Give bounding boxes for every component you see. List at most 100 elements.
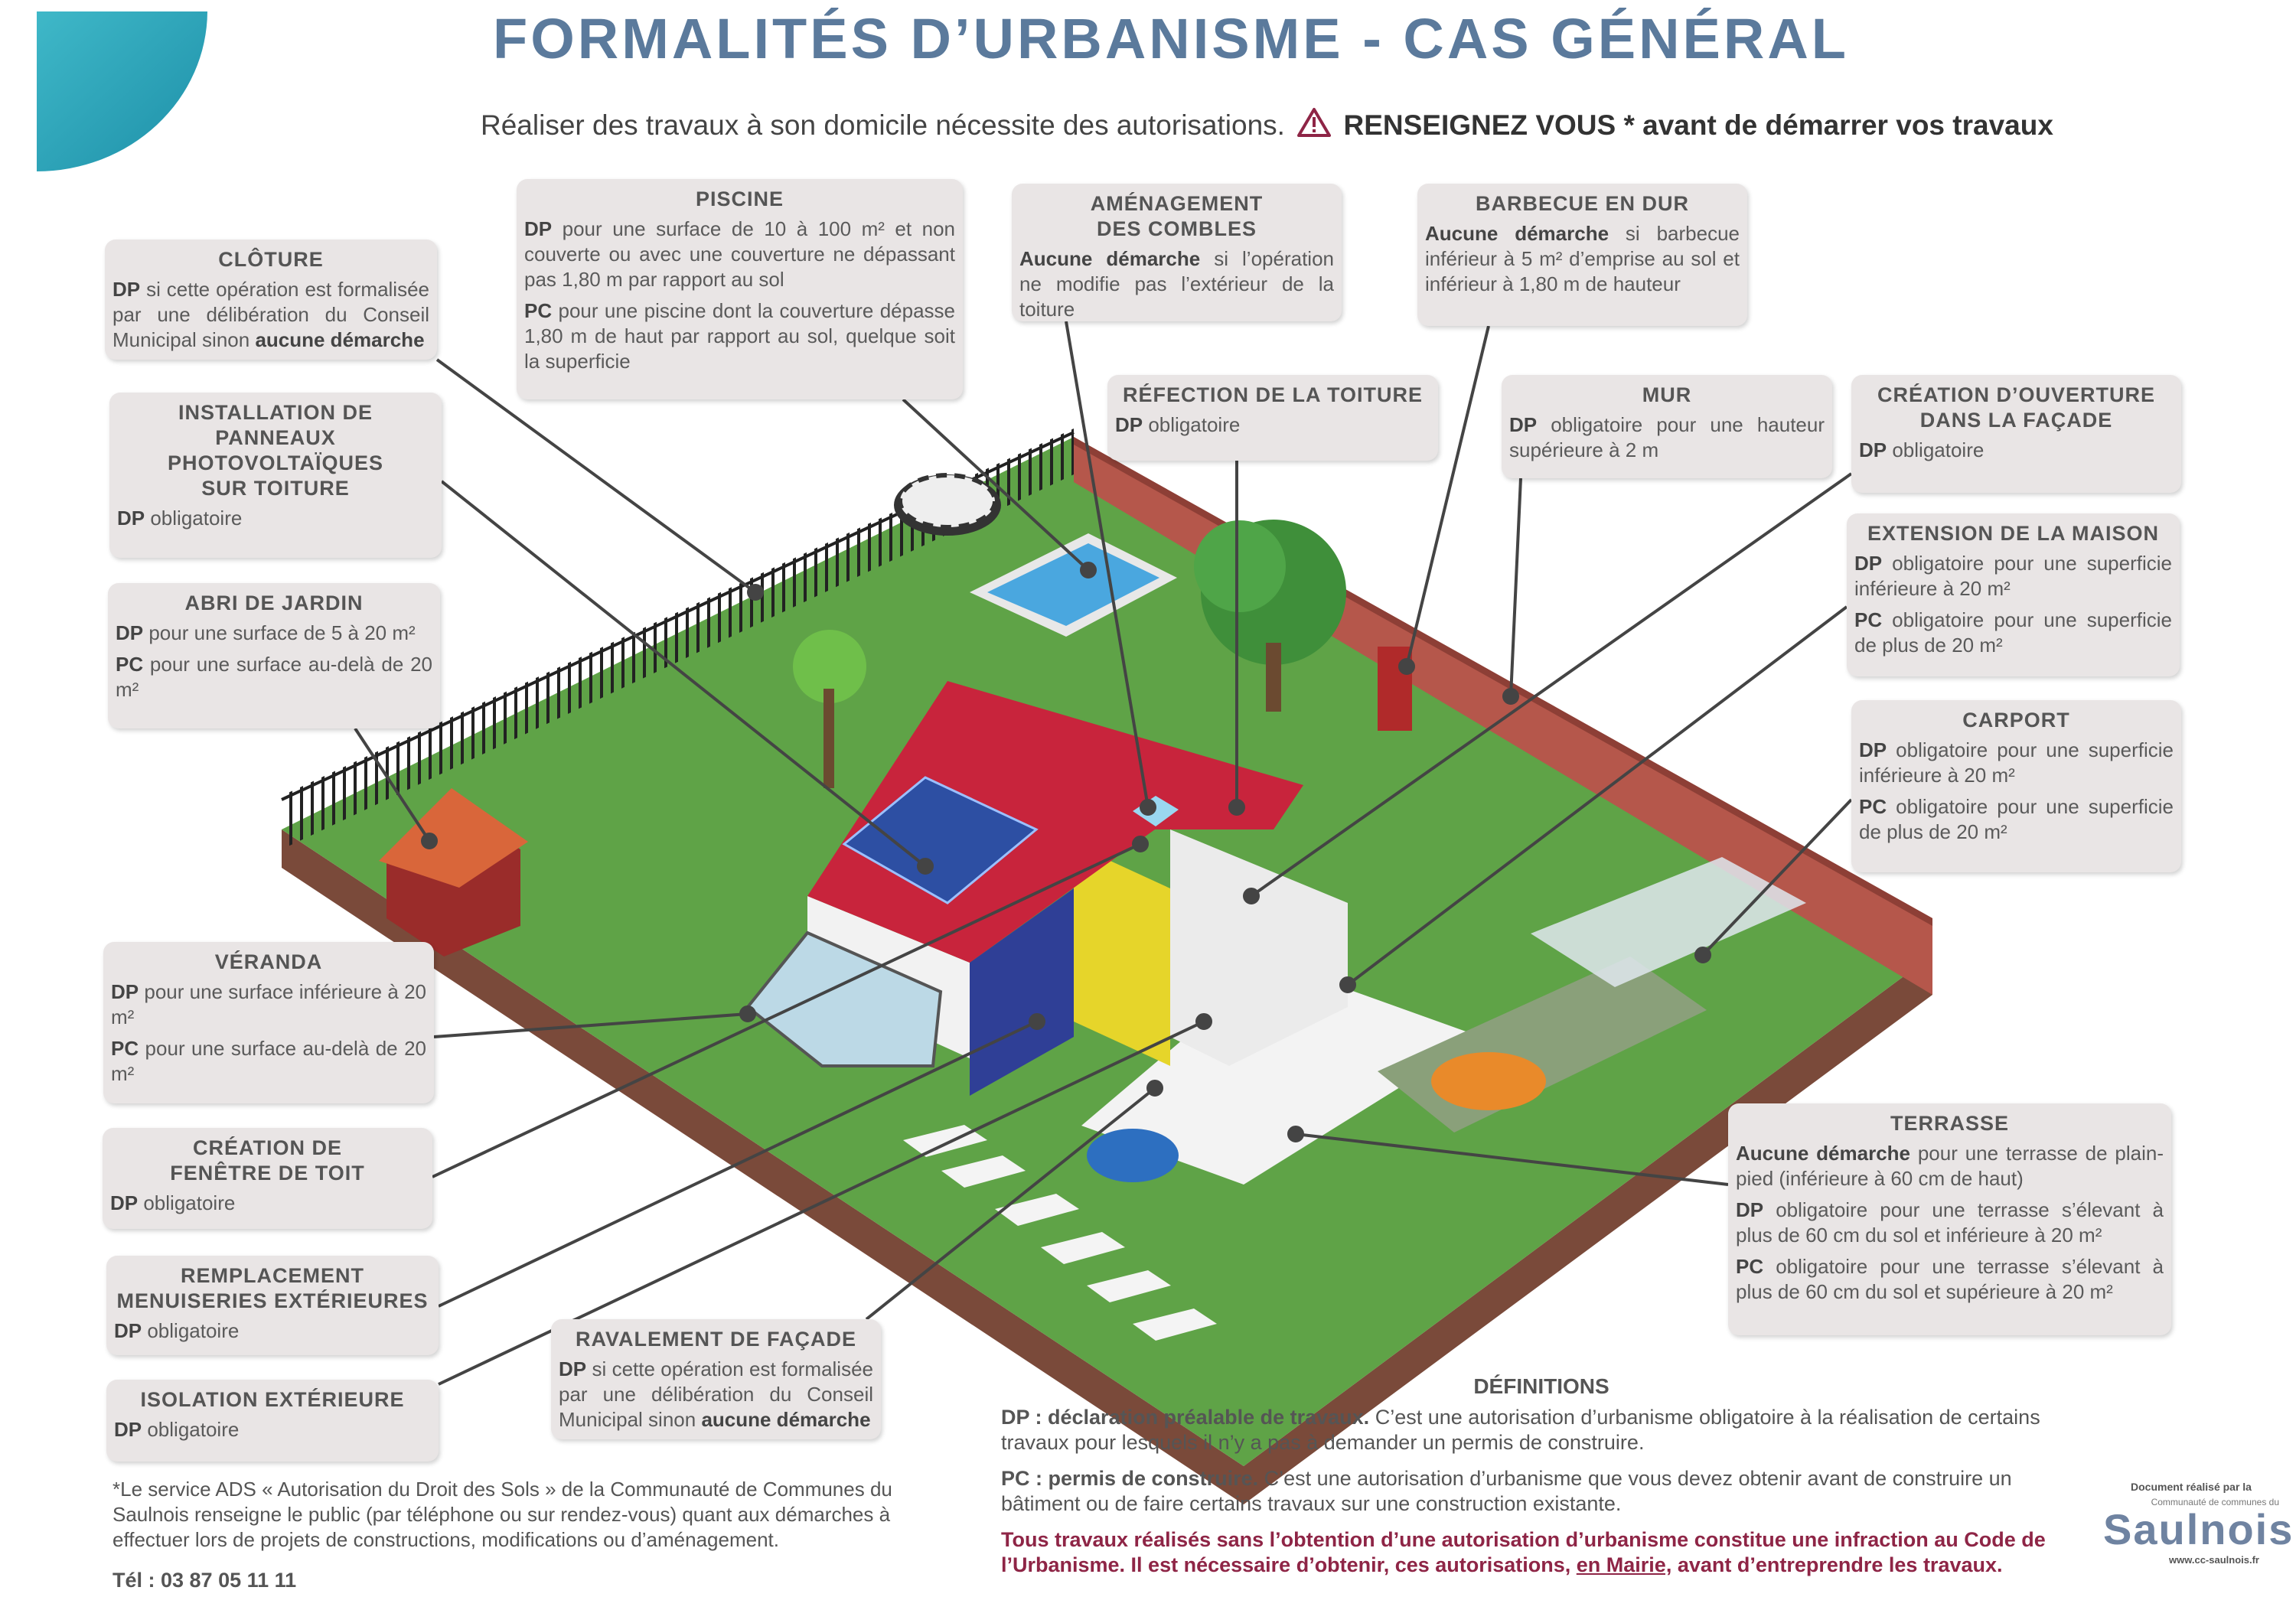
tag: DP [1509, 413, 1538, 436]
tag: aucune démarche [255, 328, 425, 351]
tag: Aucune démarche [1425, 222, 1609, 245]
house-blue-wall [970, 888, 1074, 1096]
legal-warning-end: avant d’entreprendre les travaux. [1671, 1553, 2003, 1576]
info-box-carport: CARPORT DP obligatoire pour une superfic… [1851, 700, 2181, 872]
box-title: MUR [1642, 383, 1692, 406]
box-title: PISCINE [695, 187, 784, 210]
tag: aucune démarche [701, 1408, 871, 1431]
box-text: pour une surface au-delà de 20 m² [116, 653, 432, 701]
box-text: obligatoire [1887, 438, 1985, 461]
box-title: RÉFECTION DE LA TOITURE [1122, 383, 1423, 406]
box-title: EXTENSION DE LA MAISON [1867, 522, 2160, 545]
logo-name: Saulnois [2103, 1505, 2294, 1553]
tag: PC [1859, 795, 1887, 818]
tag: DP [524, 217, 553, 240]
pond [1087, 1129, 1179, 1182]
box-text: pour une surface de 5 à 20 m² [143, 621, 416, 644]
tag: PC [1854, 608, 1883, 631]
info-box-barbecue: BARBECUE EN DUR Aucune démarche si barbe… [1417, 184, 1747, 326]
box-text: obligatoire [142, 1319, 240, 1342]
box-text: obligatoire pour une terrasse s’élevant … [1736, 1198, 2164, 1247]
info-box-abri: ABRI DE JARDIN DP pour une surface de 5 … [108, 583, 440, 728]
dp-definition: C’est une autorisation d’urbanisme oblig… [1001, 1406, 2040, 1454]
box-title: ABRI DE JARDIN [184, 592, 364, 614]
tag: DP [1736, 1198, 1764, 1221]
box-title: RAVALEMENT DE FAÇADE [575, 1328, 856, 1351]
box-title: CLÔTURE [218, 248, 324, 271]
subtitle-text: Réaliser des travaux à son domicile néce… [481, 109, 1285, 141]
info-box-mur: MUR DP obligatoire pour une hauteur supé… [1502, 375, 1832, 478]
garden-shed-roof [379, 788, 528, 888]
info-box-piscine: PISCINE DP pour une surface de 10 à 100 … [517, 179, 963, 399]
saulnois-logo: Document réalisé par la Communauté de co… [2103, 1481, 2294, 1566]
box-text: obligatoire pour une superficie inférieu… [1859, 738, 2174, 787]
tag: PC [116, 653, 144, 676]
box-text: obligatoire pour une superficie inférieu… [1854, 552, 2172, 600]
box-text: si cette opération est formalisée par un… [113, 278, 429, 351]
info-box-ouverture: CRÉATION D’OUVERTURE DANS LA FAÇADE DP o… [1851, 375, 2181, 493]
tag: DP [116, 621, 144, 644]
patio [1081, 963, 1481, 1185]
logo-org: Communauté de communes du [2151, 1497, 2279, 1507]
car [1431, 1052, 1546, 1110]
page-title: FORMALITÉS D’URBANISME - CAS GÉNÉRAL [493, 7, 1849, 70]
tag: DP [114, 1319, 142, 1342]
info-box-cloture: CLÔTURE DP si cette opération est formal… [105, 240, 437, 360]
fence [282, 429, 1074, 849]
box-text: pour une surface au-delà de 20 m² [111, 1037, 426, 1085]
info-box-combles: AMÉNAGEMENT DES COMBLES Aucune démarche … [1012, 184, 1342, 321]
box-title: INSTALLATION DE PANNEAUX PHOTOVOLTAÏQUES… [167, 401, 384, 500]
box-text: si cette opération est formalisée par un… [559, 1357, 873, 1431]
tag: PC [111, 1037, 139, 1060]
box-text: si barbecue inférieur à 5 m² d’emprise a… [1425, 222, 1740, 295]
box-text: obligatoire pour une hauteur supérieure … [1509, 413, 1825, 461]
subtitle: Réaliser des travaux à son domicile néce… [481, 107, 2053, 142]
small-tree [793, 630, 866, 703]
phone-number: Tél : 03 87 05 11 11 [113, 1569, 297, 1592]
veranda [745, 930, 943, 1067]
box-title: VÉRANDA [214, 950, 323, 973]
box-title: BARBECUE EN DUR [1475, 192, 1689, 215]
info-box-isolation: ISOLATION EXTÉRIEURE DP obligatoire [106, 1380, 439, 1462]
box-text: obligatoire [1143, 413, 1241, 436]
box-text: pour une surface inférieure à 20 m² [111, 980, 426, 1028]
info-box-menuiseries: REMPLACEMENT MENUISERIES EXTÉRIEURES DP … [106, 1256, 439, 1355]
corner-decoration [37, 11, 207, 171]
box-title: CRÉATION DE FENÊTRE DE TOIT [170, 1136, 365, 1185]
tag: Aucune démarche [1019, 247, 1201, 270]
box-text: pour une surface de 10 à 100 m² et non c… [524, 217, 955, 291]
tag: DP [1115, 413, 1143, 436]
info-box-terrasse: TERRASSE Aucune démarche pour une terras… [1728, 1103, 2171, 1335]
logo-credit: Document réalisé par la [2131, 1481, 2252, 1493]
warning-text: RENSEIGNEZ VOUS * avant de démarrer vos … [1343, 109, 2053, 141]
mairie-link: en Mairie, [1576, 1553, 1672, 1576]
tag: DP [110, 1191, 139, 1214]
pc-definition: C’est une autorisation d’urbanisme que v… [1001, 1467, 2012, 1515]
box-title: AMÉNAGEMENT DES COMBLES [1090, 192, 1264, 240]
tag: DP [559, 1357, 587, 1380]
tag: DP [1859, 438, 1887, 461]
tag: Aucune démarche [1736, 1142, 1911, 1165]
info-box-extension: EXTENSION DE LA MAISON DP obligatoire po… [1847, 513, 2180, 676]
box-text: obligatoire [145, 507, 243, 530]
info-box-ravalement: RAVALEMENT DE FAÇADE DP si cette opérati… [551, 1319, 881, 1439]
box-text: pour une piscine dont la couverture dépa… [524, 299, 955, 373]
legal-warning: Tous travaux réalisés sans l’obtention d… [1001, 1528, 2046, 1576]
house-yellow-wall [1074, 844, 1170, 1066]
house-right-block [1170, 829, 1348, 1066]
tag: DP [111, 980, 139, 1003]
tag: DP [113, 278, 141, 301]
box-title: REMPLACEMENT MENUISERIES EXTÉRIEURES [116, 1264, 429, 1312]
box-text: pour une terrasse de plain-pied (inférie… [1736, 1142, 2164, 1190]
tag: DP [1854, 552, 1883, 575]
info-box-fenetre: CRÉATION DE FENÊTRE DE TOIT DP obligatoi… [103, 1128, 432, 1229]
box-text: obligatoire [138, 1191, 236, 1214]
info-box-photovoltaique: INSTALLATION DE PANNEAUX PHOTOVOLTAÏQUES… [109, 393, 442, 558]
box-title: CRÉATION D’OUVERTURE DANS LA FAÇADE [1877, 383, 2155, 432]
pc-term: PC : permis de construire. [1001, 1467, 1259, 1490]
box-text: obligatoire [142, 1418, 240, 1441]
box-title: CARPORT [1962, 709, 2070, 732]
tag: DP [114, 1418, 142, 1441]
box-title: TERRASSE [1890, 1112, 2010, 1135]
